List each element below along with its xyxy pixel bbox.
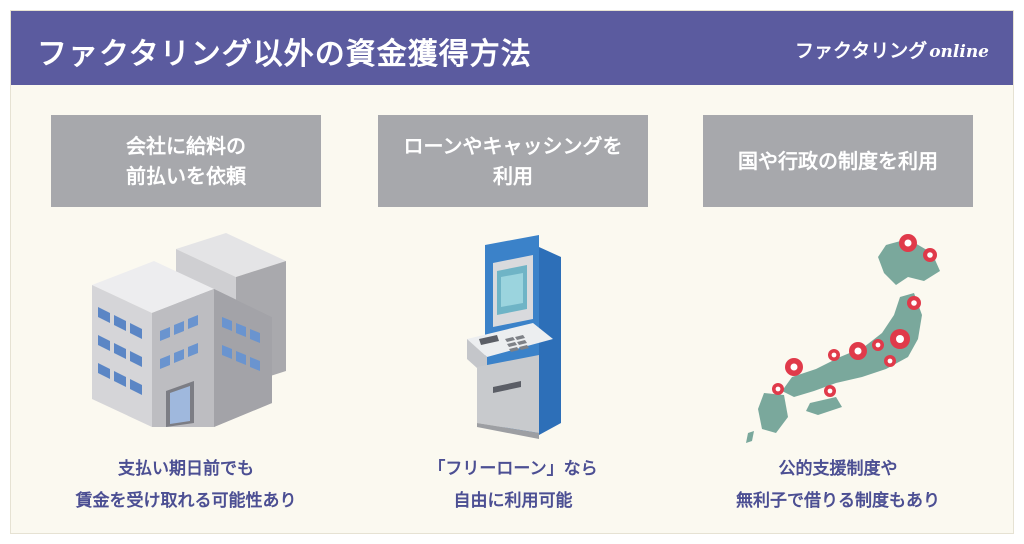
- office-building-icon: [66, 227, 306, 447]
- method-label-line: 利用: [493, 164, 533, 188]
- brand-logo-main: ファクタリング: [794, 40, 928, 62]
- method-card-public-support: 国や行政の制度を利用: [703, 115, 973, 525]
- method-label-box: ローンやキャッシングを 利用: [378, 115, 648, 207]
- method-caption: 「フリーローン」なら 自由に利用可能: [358, 453, 668, 517]
- method-label-box: 国や行政の制度を利用: [703, 115, 973, 207]
- method-caption: 支払い期日前でも 賃金を受け取れる可能性あり: [31, 453, 341, 517]
- japan-map-icon: [718, 227, 958, 447]
- location-pin-icon: [772, 234, 937, 397]
- page-title: ファクタリング以外の資金獲得方法: [37, 37, 532, 72]
- method-caption-line: 「フリーローン」なら: [428, 459, 598, 479]
- method-label-line: 国や行政の制度を利用: [738, 149, 938, 173]
- method-caption-line: 無利子で借りる制度もあり: [736, 491, 940, 511]
- method-caption-line: 支払い期日前でも: [118, 459, 254, 479]
- method-label-line: 会社に給料の: [126, 134, 246, 158]
- method-caption: 公的支援制度や 無利子で借りる制度もあり: [683, 453, 993, 517]
- brand-logo-sub: online: [929, 42, 989, 62]
- method-label-line: 前払いを依頼: [126, 164, 246, 188]
- method-caption-line: 賃金を受け取れる可能性あり: [75, 491, 297, 511]
- method-card-loan-cashing: ローンやキャッシングを 利用: [378, 115, 648, 525]
- method-card-salary-advance: 会社に給料の 前払いを依頼: [51, 115, 321, 525]
- method-label-box: 会社に給料の 前払いを依頼: [51, 115, 321, 207]
- method-caption-line: 自由に利用可能: [453, 491, 573, 511]
- method-label-line: ローンやキャッシングを: [403, 134, 623, 158]
- method-caption-line: 公的支援制度や: [778, 459, 898, 479]
- atm-machine-icon: [393, 227, 633, 447]
